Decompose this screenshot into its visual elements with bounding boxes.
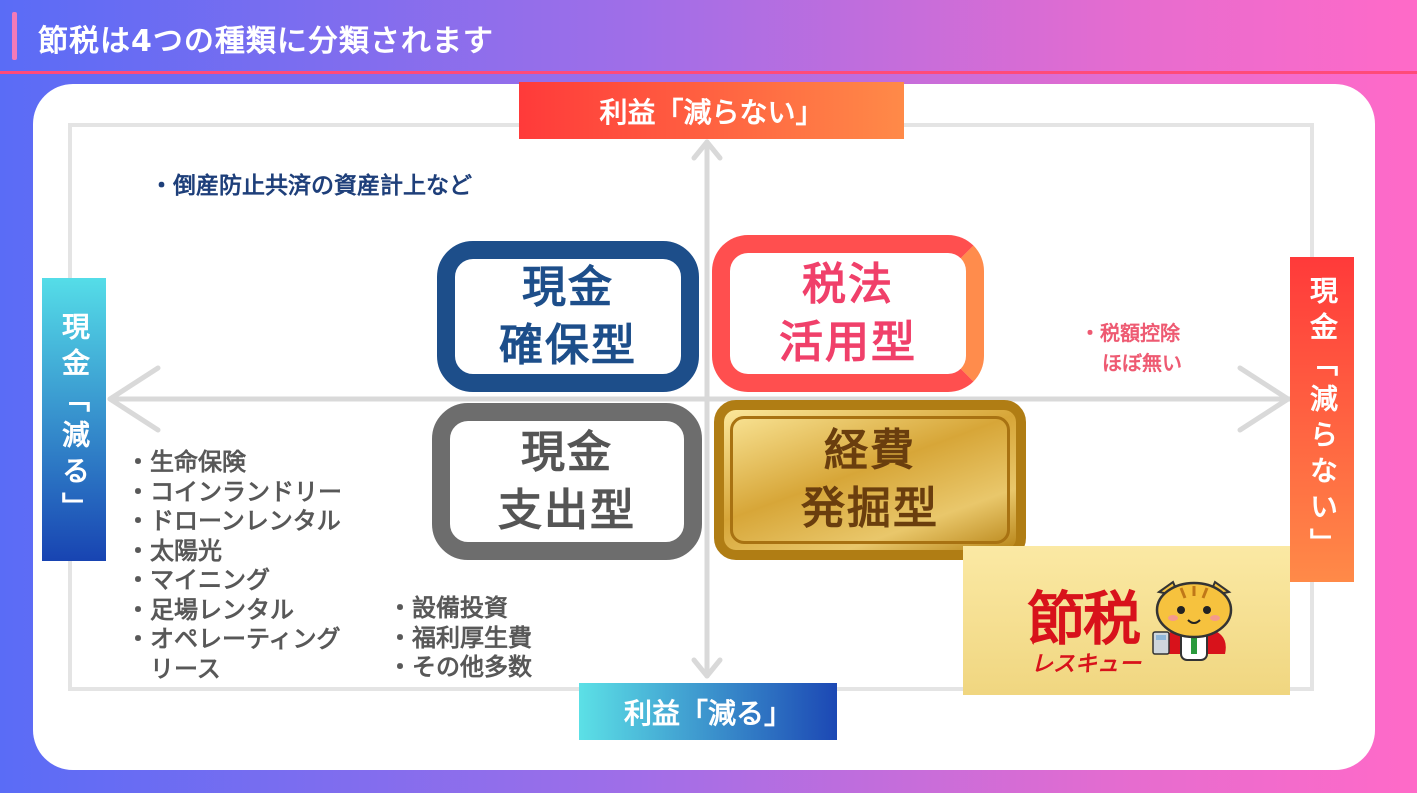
quadrant-tax-law: 税法 活用型 (712, 235, 984, 392)
list-item: ・福利厚生費 (388, 623, 532, 652)
note-right: ・税額控除 ほぼ無い (1080, 318, 1182, 378)
header-divider (0, 71, 1417, 74)
list-item: ・オペレーティング (126, 625, 341, 653)
list-item: ・コインランドリー (126, 477, 342, 506)
quadrant-expense-discovery: 経費 発掘型 (714, 400, 1026, 560)
quadrant-label-line1: 現金 (521, 426, 613, 478)
axis-label-top: 利益「減らない」 (519, 82, 904, 139)
arrow-down-icon (691, 657, 723, 679)
list-item: ・その他多数 (388, 653, 532, 681)
list-item: ・マイニング (126, 566, 270, 594)
header-accent-bar (12, 12, 17, 60)
logo-sub-text: レスキュー (1031, 652, 1142, 677)
list-item: ・太陽光 (126, 536, 222, 565)
header: 節税は4つの種類に分類されます (0, 0, 1417, 74)
gold-inner-border (730, 416, 1010, 544)
list-bottom-left: ・生命保険 ・コインランドリー ・ドローンレンタル ・太陽光 ・マイニング ・足… (126, 448, 342, 684)
arrow-up-icon (691, 139, 723, 161)
quadrant-label-line1: 現金 (522, 261, 614, 313)
brand-logo: 節税 レスキュー (963, 546, 1290, 695)
axis-label-left: 現金「減る」 (42, 278, 106, 561)
list-bottom-middle: ・設備投資 ・福利厚生費 ・その他多数 (388, 594, 532, 683)
note-right-line1: ・税額控除 (1080, 321, 1180, 345)
note-top-left: ・倒産防止共済の資産計上など (150, 173, 472, 199)
axis-label-right: 現金「減らない」 (1290, 257, 1354, 582)
quadrant-label-line2: 発掘型 (801, 483, 939, 534)
quadrant-label-line2: 活用型 (779, 316, 917, 368)
arrow-left-icon (107, 365, 161, 433)
quadrant-label-line2: 確保型 (499, 319, 637, 371)
quadrant-label-line1: 経費 (824, 425, 916, 476)
note-right-line2: ほぼ無い (1102, 351, 1182, 375)
quadrant-label-line2: 支出型 (498, 484, 636, 536)
list-item: リース (126, 654, 221, 683)
logo-main-text: 節税 (1027, 585, 1141, 653)
cat-mascot-icon (1152, 580, 1233, 661)
list-item: ・足場レンタル (126, 595, 294, 624)
axis-label-bottom: 利益「減る」 (579, 683, 837, 740)
list-item: ・ドローンレンタル (126, 507, 341, 535)
quadrant-cash-retention: 現金 確保型 (437, 241, 699, 392)
list-item: ・生命保険 (126, 448, 246, 476)
quadrant-label-line1: 税法 (802, 258, 894, 310)
quadrant-cash-spending: 現金 支出型 (432, 403, 702, 560)
list-item: ・設備投資 (388, 594, 508, 622)
arrow-right-icon (1237, 365, 1291, 433)
page-title: 節税は4つの種類に分類されます (38, 24, 494, 59)
